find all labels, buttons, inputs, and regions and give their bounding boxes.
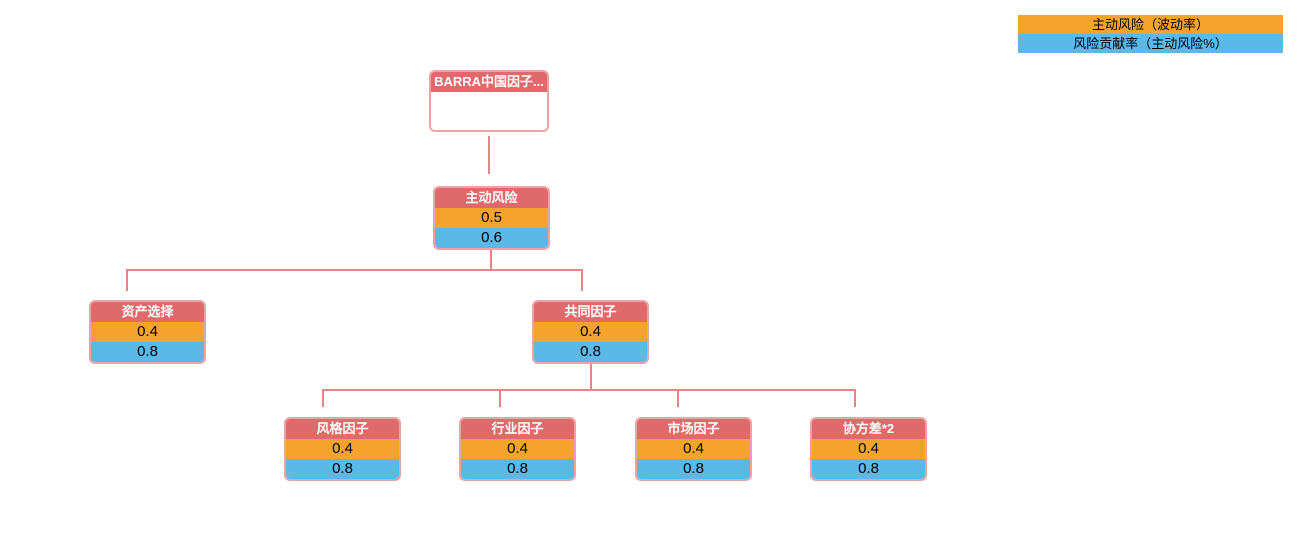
node-title: 资产选择 (91, 302, 204, 322)
node-barra-root[interactable]: BARRA中国因子... (429, 70, 549, 132)
node-asset-selection[interactable]: 资产选择 0.4 0.8 (89, 300, 206, 364)
legend-volatility-label: 主动风险（波动率） (1018, 15, 1283, 34)
legend-contribution-label: 风险贡献率（主动风险%） (1018, 34, 1283, 53)
root-node-empty-body (431, 92, 547, 130)
node-covariance[interactable]: 协方差*2 0.4 0.8 (810, 417, 927, 481)
contribution-value: 0.8 (91, 342, 204, 362)
volatility-value: 0.4 (461, 439, 574, 459)
contribution-value: 0.6 (435, 228, 548, 248)
volatility-value: 0.4 (637, 439, 750, 459)
volatility-value: 0.4 (812, 439, 925, 459)
legend: 主动风险（波动率） 风险贡献率（主动风险%） (1018, 15, 1283, 53)
contribution-value: 0.8 (812, 459, 925, 479)
node-title: 市场因子 (637, 419, 750, 439)
volatility-value: 0.4 (91, 322, 204, 342)
node-title: BARRA中国因子... (431, 72, 547, 92)
volatility-value: 0.4 (286, 439, 399, 459)
node-style-factor[interactable]: 风格因子 0.4 0.8 (284, 417, 401, 481)
contribution-value: 0.8 (637, 459, 750, 479)
volatility-value: 0.4 (534, 322, 647, 342)
node-title: 行业因子 (461, 419, 574, 439)
node-market-factor[interactable]: 市场因子 0.4 0.8 (635, 417, 752, 481)
volatility-value: 0.5 (435, 208, 548, 228)
node-title: 风格因子 (286, 419, 399, 439)
contribution-value: 0.8 (286, 459, 399, 479)
node-active-risk[interactable]: 主动风险 0.5 0.6 (433, 186, 550, 250)
node-title: 共同因子 (534, 302, 647, 322)
node-industry-factor[interactable]: 行业因子 0.4 0.8 (459, 417, 576, 481)
node-title: 主动风险 (435, 188, 548, 208)
contribution-value: 0.8 (534, 342, 647, 362)
contribution-value: 0.8 (461, 459, 574, 479)
node-title: 协方差*2 (812, 419, 925, 439)
node-common-factor[interactable]: 共同因子 0.4 0.8 (532, 300, 649, 364)
